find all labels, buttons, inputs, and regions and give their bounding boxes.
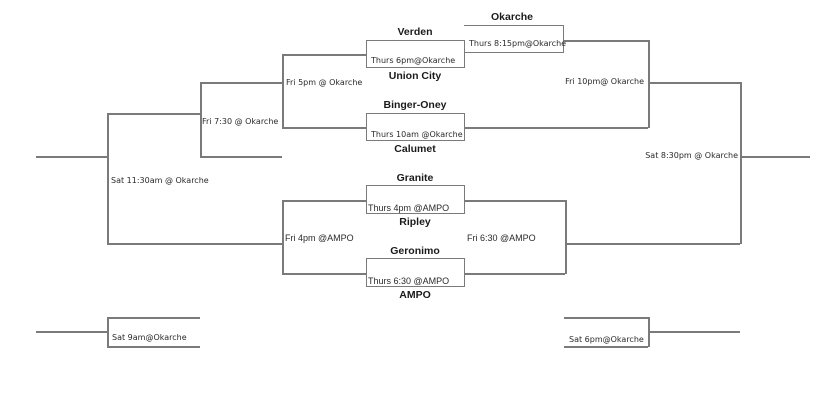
bracket-line	[648, 40, 650, 128]
bracket-line	[200, 156, 282, 158]
bracket-line	[740, 156, 810, 158]
bracket-line	[282, 200, 366, 202]
bracket-line	[465, 273, 565, 275]
bracket-line	[282, 54, 284, 128]
bracket-line	[282, 273, 366, 275]
bracket-line	[107, 113, 109, 244]
game-okarche	[464, 25, 564, 53]
game-label-geronimo-ampo: Thurs 6:30 @AMPO	[368, 276, 450, 286]
bracket-line	[740, 82, 742, 244]
team-granite: Granite	[396, 172, 434, 184]
bracket-line	[282, 127, 366, 129]
bracket-line	[36, 331, 107, 333]
bracket-line	[564, 40, 648, 42]
bracket-line	[564, 317, 648, 319]
game-label-granite-ripley: Thurs 4pm @AMPO	[368, 203, 450, 213]
bracket-line	[282, 54, 366, 56]
team-verden: Verden	[397, 26, 433, 38]
team-okarche: Okarche	[490, 11, 534, 23]
game-label-fri-630: Fri 6:30 @AMPO	[467, 233, 536, 243]
bracket-line	[282, 200, 284, 274]
bracket-line	[107, 317, 109, 347]
game-label-fri-10pm: Fri 10pm@ Okarche	[565, 77, 644, 86]
game-binger-calumet	[366, 113, 465, 141]
team-ripley: Ripley	[399, 216, 431, 228]
game-label-fri-730: Fri 7:30 @ Okarche	[202, 117, 279, 126]
bracket-line	[107, 346, 200, 348]
bracket-line	[107, 113, 200, 115]
game-label-binger-calumet: Thurs 10am @Okarche	[371, 130, 463, 139]
game-label-verden-union-city: Thurs 6pm@Okarche	[371, 56, 456, 65]
bracket-line	[200, 82, 282, 84]
team-union-city: Union City	[388, 70, 442, 82]
game-label-okarche: Thurs 8:15pm@Okarche	[469, 39, 567, 48]
bracket-line	[107, 317, 200, 319]
game-label-fri-5pm: Fri 5pm @ Okarche	[286, 78, 363, 87]
bracket-line	[565, 200, 567, 274]
game-label-sat-830pm: Sat 8:30pm @ Okarche	[645, 151, 738, 160]
game-label-sat-6pm: Sat 6pm@Okarche	[569, 335, 644, 344]
bracket-line	[565, 243, 740, 245]
team-geronimo: Geronimo	[390, 245, 440, 257]
team-ampo: AMPO	[399, 289, 431, 301]
bracket-line	[648, 82, 740, 84]
bracket-line	[200, 82, 202, 157]
team-calumet: Calumet	[394, 143, 436, 155]
bracket-line	[465, 127, 648, 129]
bracket-line	[564, 346, 648, 348]
game-label-fri-4pm: Fri 4pm @AMPO	[285, 233, 354, 243]
game-geronimo-ampo	[366, 258, 465, 287]
bracket-line	[648, 331, 740, 333]
bracket-line	[36, 156, 107, 158]
bracket-line	[465, 200, 565, 202]
game-verden-union-city	[366, 40, 465, 68]
game-granite-ripley	[366, 185, 465, 214]
team-binger-oney: Binger-Oney	[383, 99, 447, 111]
game-label-sat-9am: Sat 9am@Okarche	[112, 333, 187, 342]
bracket-line	[107, 243, 282, 245]
game-label-sat-1130am: Sat 11:30am @ Okarche	[111, 176, 209, 185]
